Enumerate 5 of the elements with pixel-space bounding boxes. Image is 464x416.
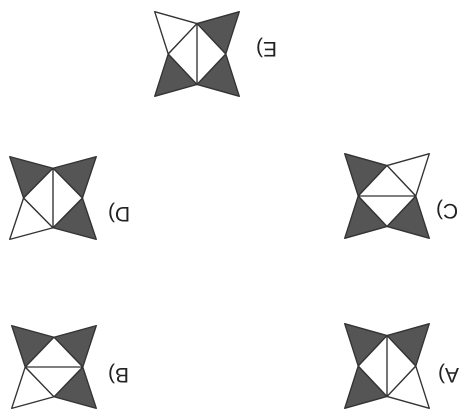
option-letter: B) — [108, 364, 129, 385]
option-letter: D) — [108, 203, 130, 224]
option-letter: E) — [256, 38, 277, 59]
option-letter: A) — [438, 364, 459, 385]
option-letter: C) — [436, 200, 458, 221]
